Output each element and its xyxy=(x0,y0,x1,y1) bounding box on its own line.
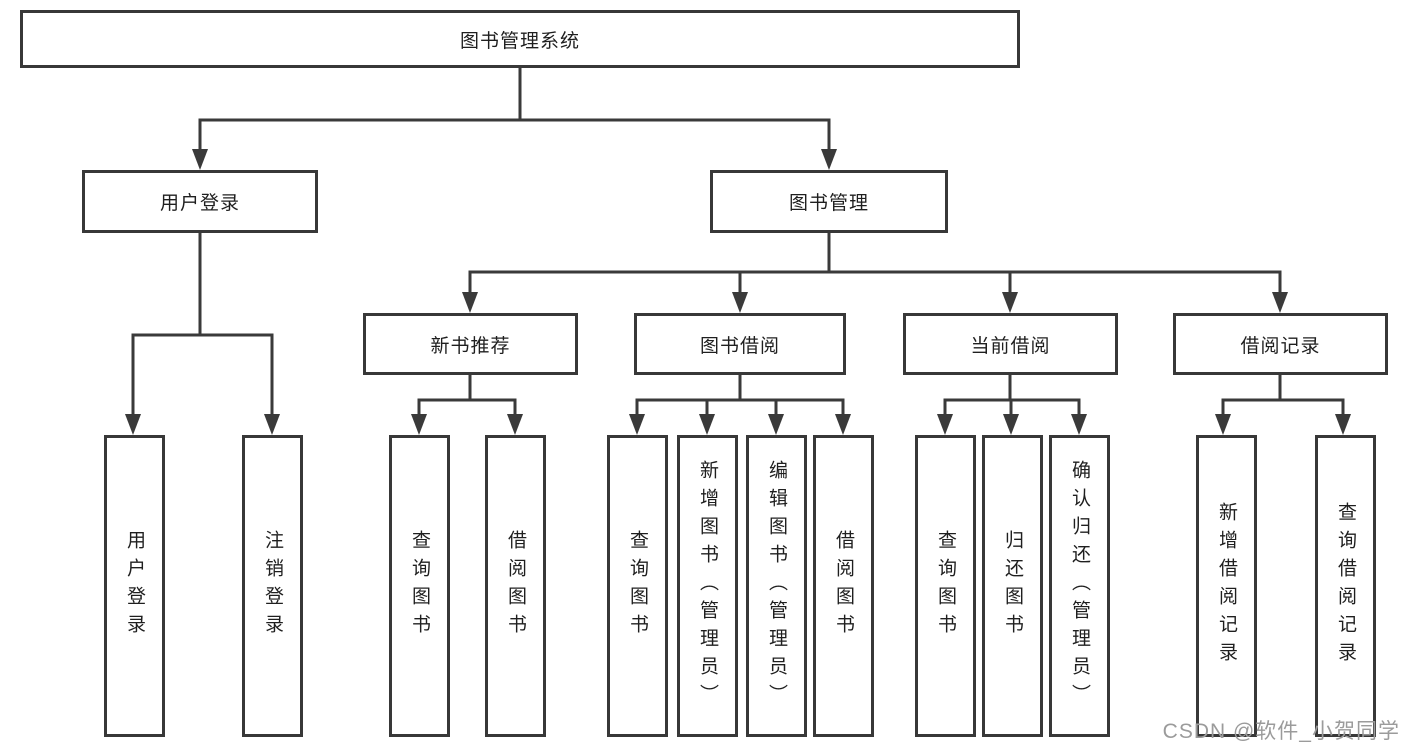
node-book-management: 图书管理 xyxy=(710,170,948,233)
node-new-book-recommend: 新书推荐 xyxy=(363,313,578,375)
node-borrow-records: 借阅记录 xyxy=(1173,313,1388,375)
node-label: 图书管理系统 xyxy=(459,30,580,52)
leaf-logout: 注销登录 xyxy=(242,435,303,737)
leaf-label: 新增图书（管理员） xyxy=(697,460,718,712)
node-label: 图书借阅 xyxy=(699,335,780,357)
leaf-label: 新增借阅记录 xyxy=(1216,502,1237,670)
node-label: 图书管理 xyxy=(788,193,869,214)
leaf-label: 注销登录 xyxy=(262,530,283,642)
node-label: 用户登录 xyxy=(159,193,240,214)
leaf-add-borrow-record: 新增借阅记录 xyxy=(1196,435,1257,737)
leaf-return-books: 归还图书 xyxy=(982,435,1043,737)
leaf-label: 确认归还（管理员） xyxy=(1069,460,1090,712)
leaf-label: 查询图书 xyxy=(935,530,956,642)
leaf-add-books-admin: 新增图书（管理员） xyxy=(677,435,738,737)
leaf-label: 用户登录 xyxy=(124,530,145,642)
leaf-label: 归还图书 xyxy=(1002,530,1023,642)
leaf-borrow-books-newbk: 借阅图书 xyxy=(485,435,546,737)
leaf-label: 编辑图书（管理员） xyxy=(766,460,787,712)
leaf-borrow-books: 借阅图书 xyxy=(813,435,874,737)
node-root-system: 图书管理系统 xyxy=(20,10,1020,68)
leaf-label: 查询图书 xyxy=(627,530,648,642)
leaf-query-borrow-record: 查询借阅记录 xyxy=(1315,435,1376,737)
leaf-label: 借阅图书 xyxy=(505,530,526,642)
csdn-watermark: CSDN @软件_小贺同学 xyxy=(1162,720,1400,743)
node-label: 当前借阅 xyxy=(970,335,1051,357)
node-label: 借阅记录 xyxy=(1240,335,1321,357)
node-user-login: 用户登录 xyxy=(82,170,318,233)
leaf-user-login: 用户登录 xyxy=(104,435,165,737)
leaf-edit-books-admin: 编辑图书（管理员） xyxy=(746,435,807,737)
leaf-query-books-borrow: 查询图书 xyxy=(607,435,668,737)
node-current-borrow: 当前借阅 xyxy=(903,313,1118,375)
leaf-query-books-current: 查询图书 xyxy=(915,435,976,737)
leaf-confirm-return-admin: 确认归还（管理员） xyxy=(1049,435,1110,737)
leaf-label: 借阅图书 xyxy=(833,530,854,642)
arrowheads xyxy=(125,149,1351,435)
leaf-query-books-newbk: 查询图书 xyxy=(389,435,450,737)
leaf-label: 查询图书 xyxy=(409,530,430,642)
node-label: 新书推荐 xyxy=(430,335,511,357)
node-book-borrow: 图书借阅 xyxy=(634,313,846,375)
leaf-label: 查询借阅记录 xyxy=(1335,502,1356,670)
